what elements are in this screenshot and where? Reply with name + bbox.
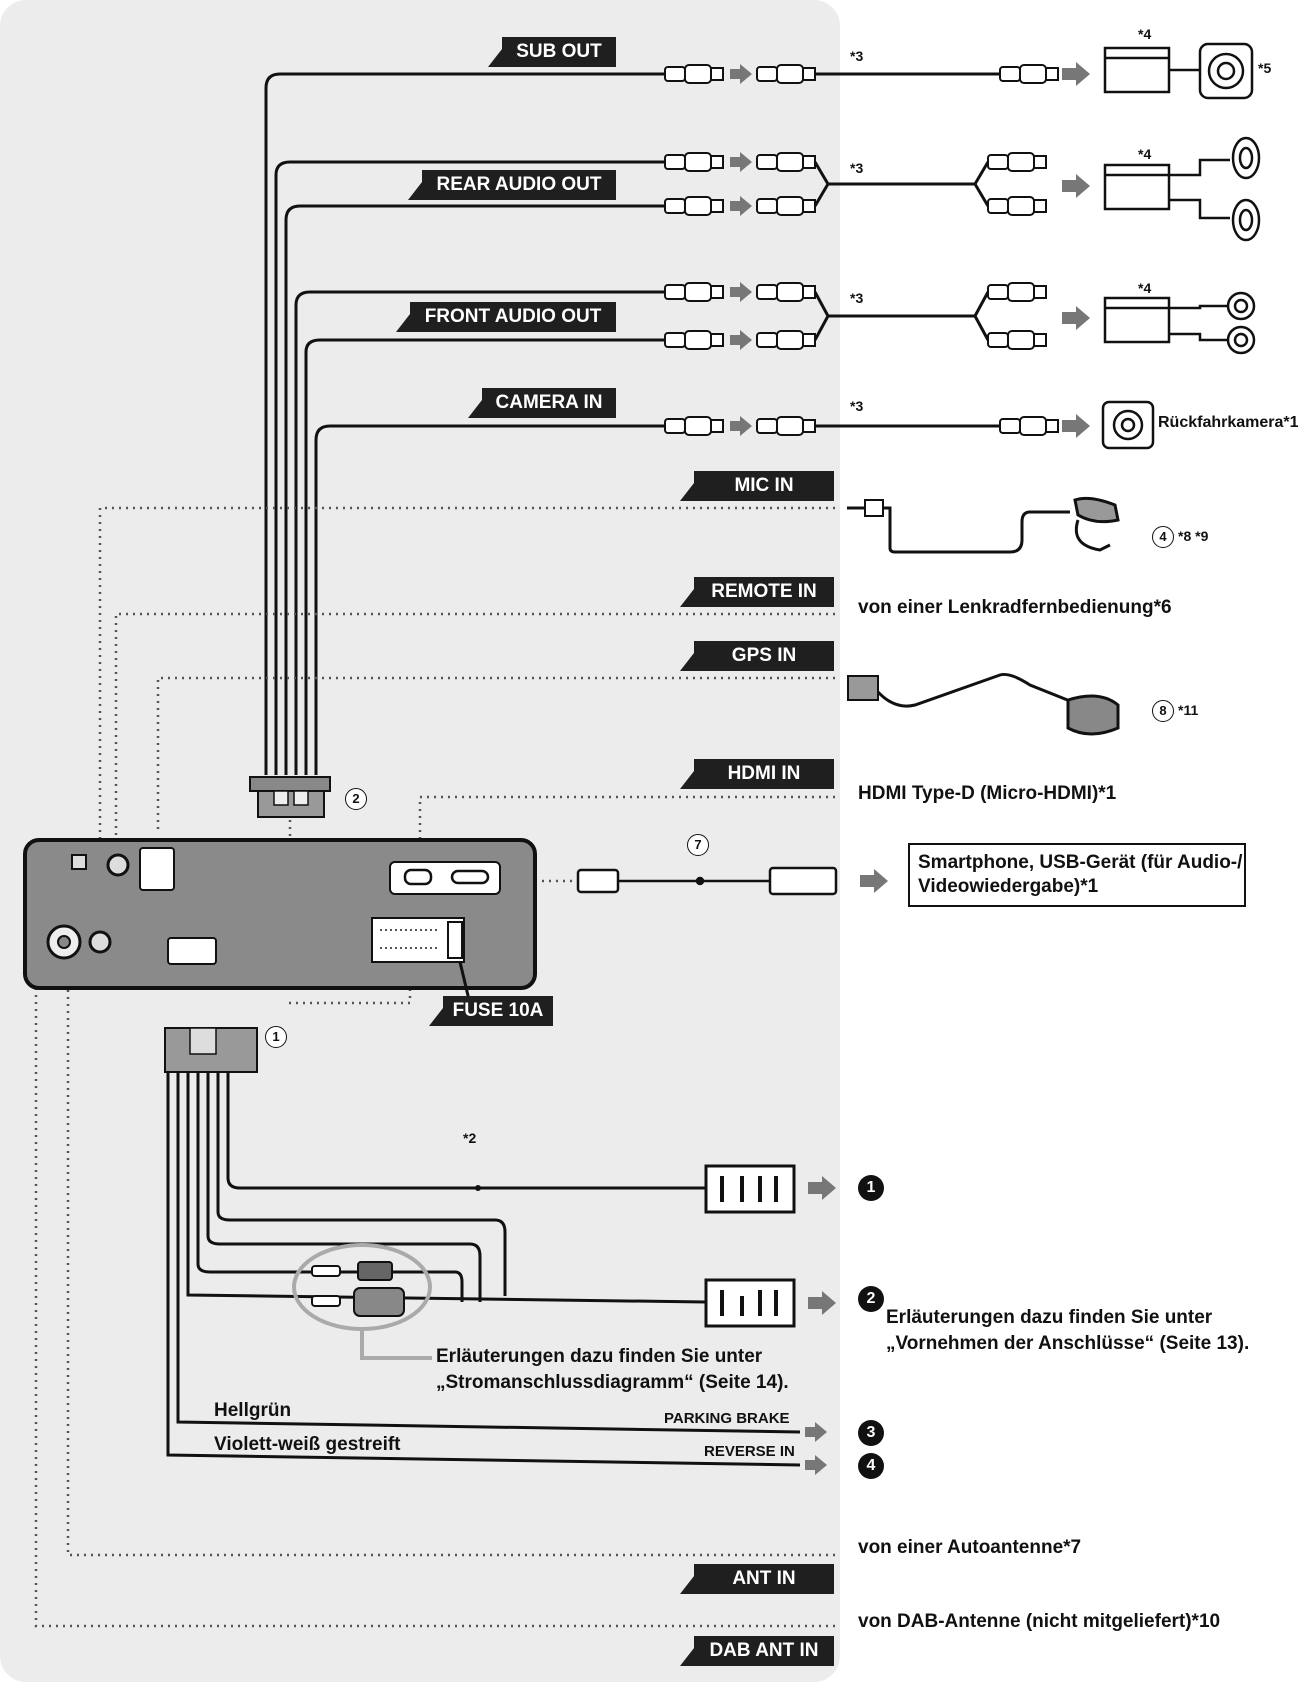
- amplifier-sub: [1103, 42, 1254, 100]
- hdmi-note: HDMI Type-D (Micro-HDMI)*1: [858, 783, 1117, 804]
- connection-note-line-1: Erläuterungen dazu finden Sie unter: [886, 1307, 1213, 1328]
- rca-plugs-right: [987, 62, 1090, 438]
- dab-ant-in-label: DAB ANT IN: [680, 1636, 834, 1666]
- mic-note: *8 *9: [1178, 528, 1209, 544]
- parking-brake-label: PARKING BRAKE: [664, 1410, 790, 1427]
- badge-2: 2: [858, 1286, 884, 1312]
- gps-antenna: [847, 673, 1120, 736]
- amplifier-front: [1103, 291, 1256, 355]
- ant-in-label: ANT IN: [680, 1564, 834, 1594]
- note-5: *5: [1258, 60, 1272, 76]
- mic-cable: [847, 496, 1120, 554]
- circled-7: 7: [687, 834, 709, 856]
- rear-audio-out-label: REAR AUDIO OUT: [408, 170, 616, 200]
- amplifier-rear: [1103, 136, 1261, 242]
- note-3-camera: *3: [850, 398, 864, 414]
- usb-cable: [576, 866, 838, 896]
- note-3-sub: *3: [850, 48, 864, 64]
- sub-out-label: SUB OUT: [488, 37, 616, 67]
- power-note-line-2: „Stromanschlussdiagramm“ (Seite 14).: [436, 1372, 789, 1393]
- usb-device-box: Smartphone, USB-Gerät (für Audio-/ Video…: [908, 843, 1246, 907]
- connection-note-line-2: „Vornehmen der Anschlüsse“ (Seite 13).: [886, 1333, 1250, 1354]
- reverse-in-label: REVERSE IN: [704, 1443, 795, 1460]
- violett-label: Violett-weiß gestreift: [214, 1434, 401, 1455]
- remote-in-label: REMOTE IN: [680, 577, 834, 607]
- note-4-sub: *4: [1138, 26, 1152, 42]
- note-3-front: *3: [850, 290, 864, 306]
- gps-note: *11: [1178, 702, 1199, 718]
- circled-2: 2: [345, 788, 367, 810]
- badge-3: 3: [858, 1420, 884, 1446]
- fuse-label: FUSE 10A: [429, 996, 553, 1026]
- badge-4: 4: [858, 1453, 884, 1479]
- front-audio-out-label: FRONT AUDIO OUT: [396, 302, 616, 332]
- rca-extension-cables: [813, 72, 1000, 428]
- note-4-front: *4: [1138, 280, 1152, 296]
- hellgruen-label: Hellgrün: [214, 1400, 292, 1421]
- usb-line-2: Videowiedergabe)*1: [918, 876, 1099, 897]
- head-unit-rear: [23, 838, 537, 1005]
- circled-1: 1: [265, 1026, 287, 1048]
- rca-cable-bundle: [264, 72, 665, 775]
- circled-4: 4: [1152, 526, 1174, 548]
- camera-in-label: CAMERA IN: [468, 388, 616, 418]
- circled-8: 8: [1152, 700, 1174, 722]
- hdmi-in-label: HDMI IN: [680, 759, 834, 789]
- connector-1: [164, 1027, 258, 1073]
- connector-2: [249, 776, 331, 818]
- remote-note: von einer Lenkradfernbedienung*6: [858, 597, 1172, 618]
- note-2: *2: [463, 1130, 477, 1146]
- badge-1: 1: [858, 1175, 884, 1201]
- note-3-rear: *3: [850, 160, 864, 176]
- antenna-note: von einer Autoantenne*7: [858, 1537, 1082, 1558]
- iso-connectors: [704, 1164, 796, 1328]
- dab-note: von DAB-Antenne (nicht mitgeliefert)*10: [858, 1611, 1221, 1632]
- usb-line-1: Smartphone, USB-Gerät (für Audio-/: [918, 852, 1243, 873]
- power-note-line-1: Erläuterungen dazu finden Sie unter: [436, 1346, 763, 1367]
- note-4-rear: *4: [1138, 146, 1152, 162]
- gps-in-label: GPS IN: [680, 641, 834, 671]
- mic-in-label: MIC IN: [680, 471, 834, 501]
- power-detail-highlight: [292, 1243, 432, 1331]
- rear-camera-icon: [1101, 400, 1155, 450]
- camera-note: Rückfahrkamera*1: [1158, 414, 1299, 431]
- power-cable-bundle: [166, 1070, 801, 1467]
